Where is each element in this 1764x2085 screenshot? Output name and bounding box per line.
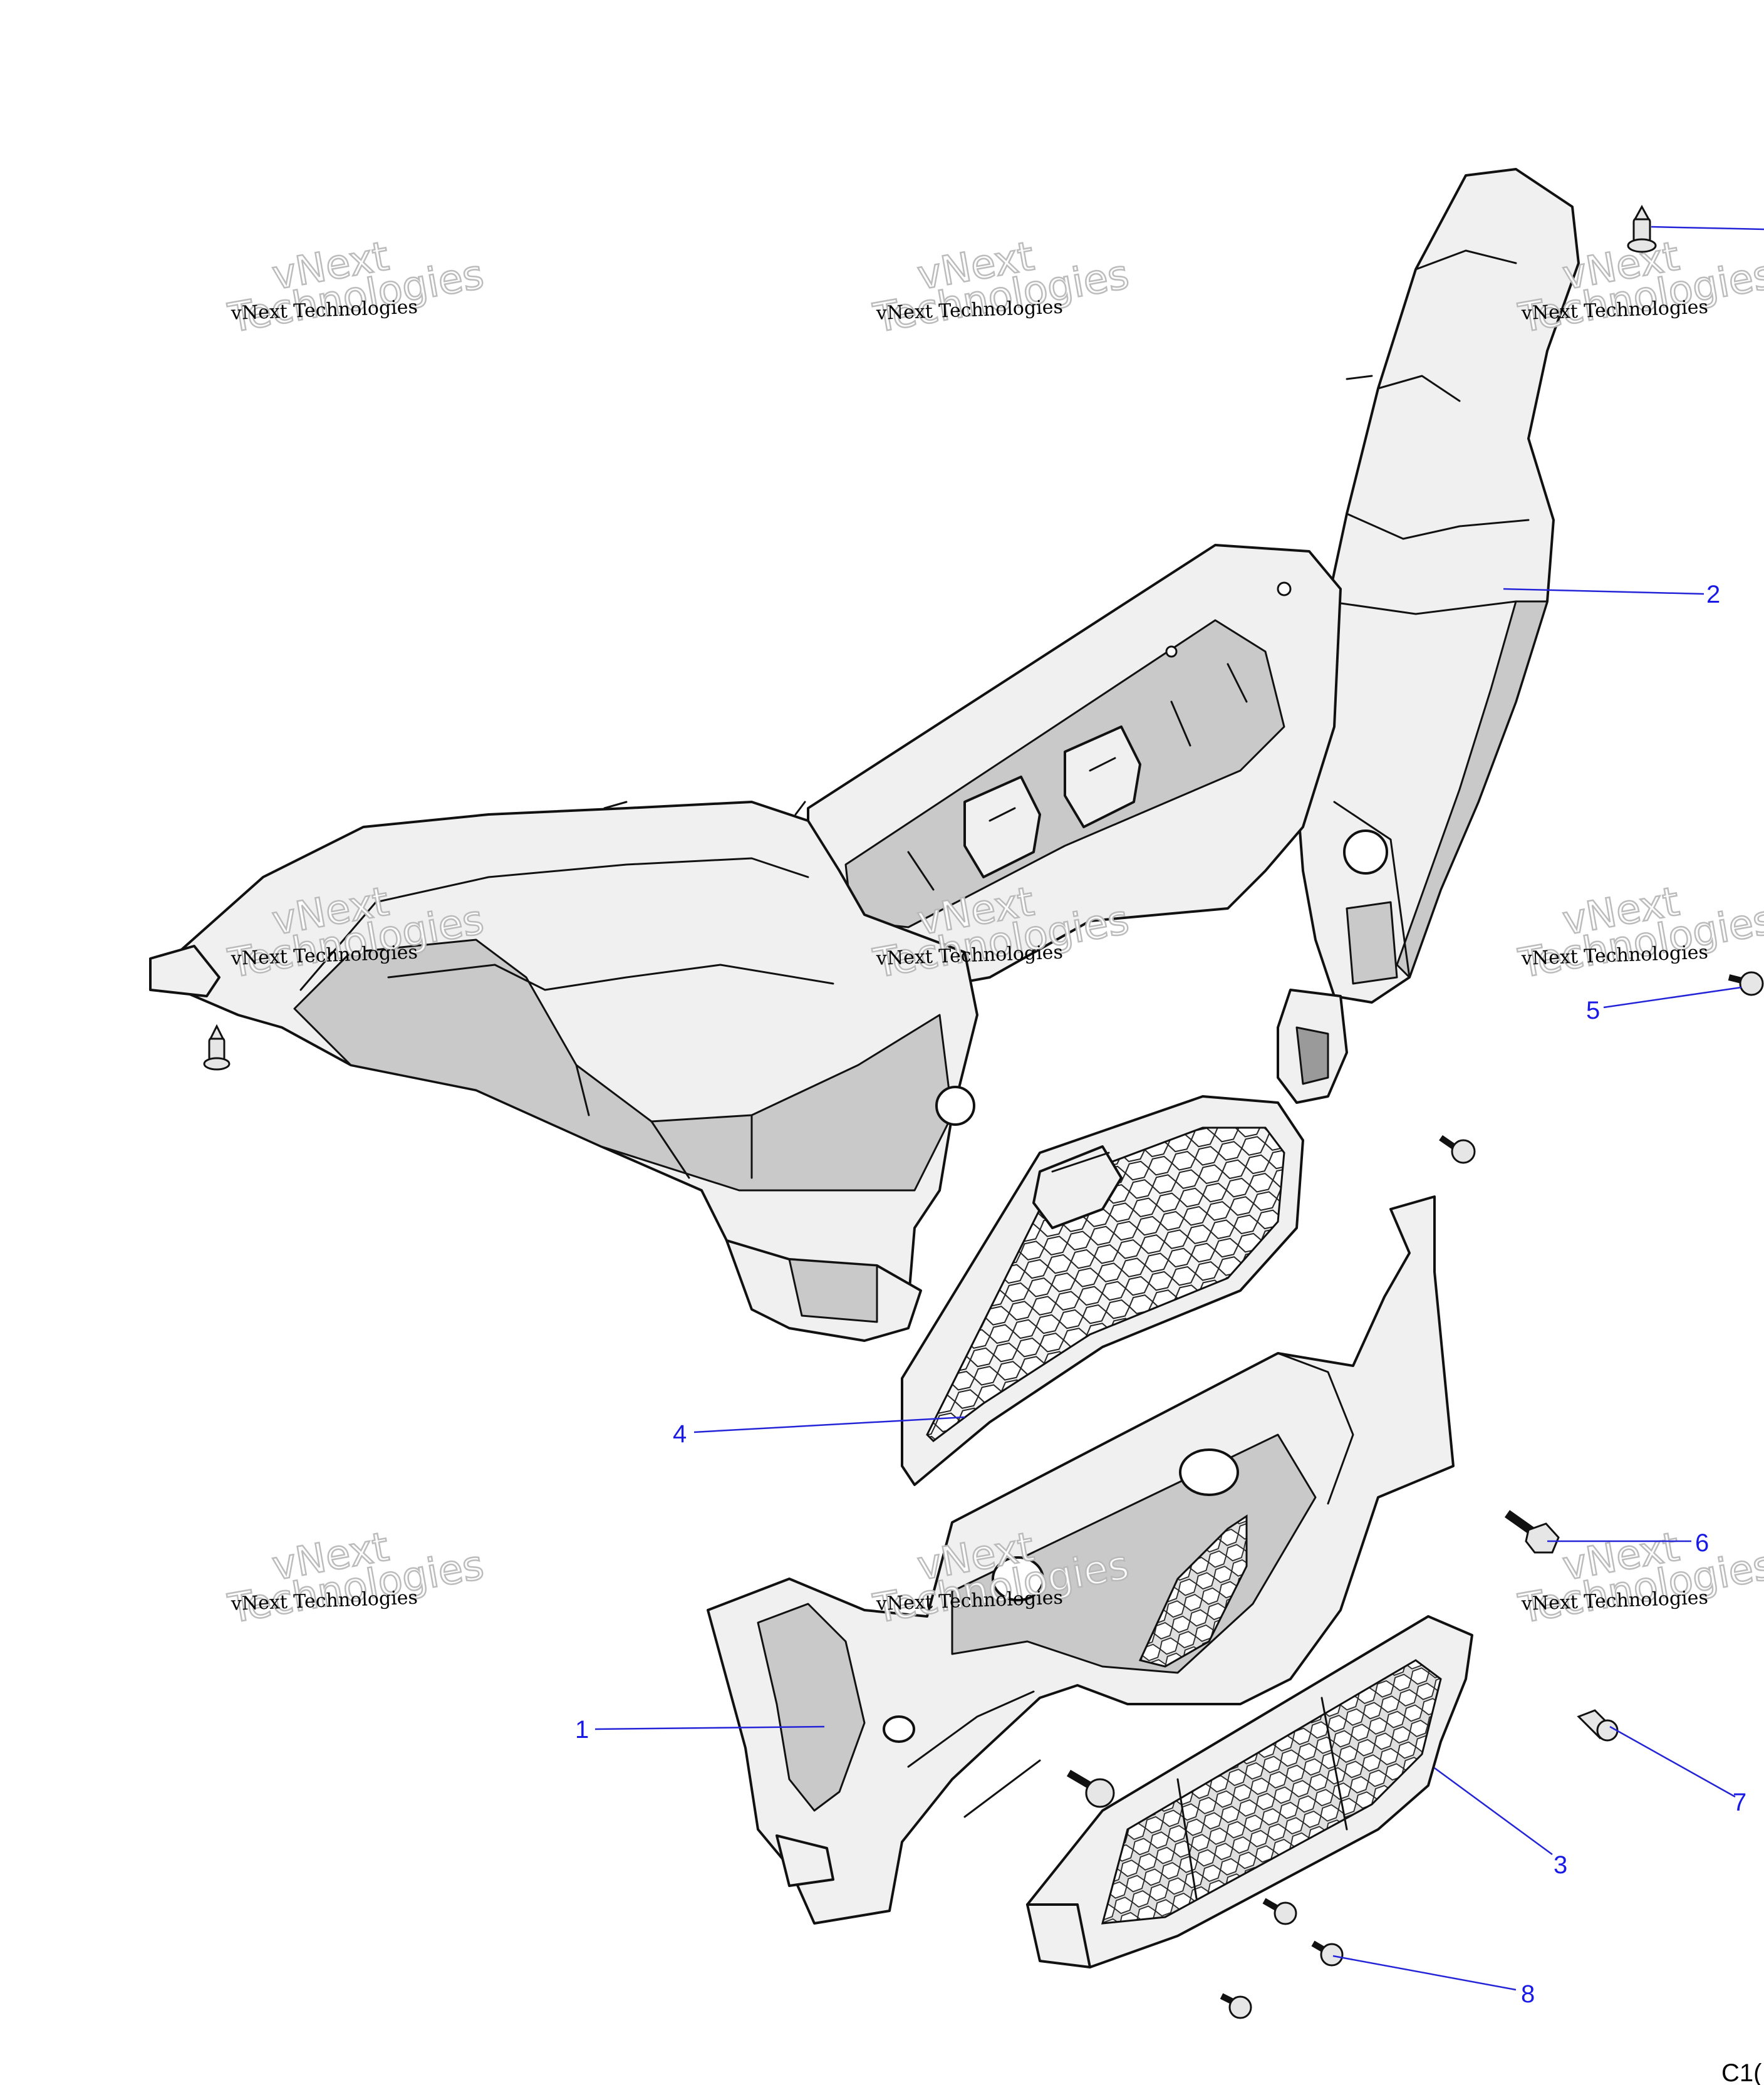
fasteners [203, 204, 1764, 2019]
callout-7: 7 [1733, 1789, 1746, 1816]
callout-5: 5 [1586, 997, 1600, 1024]
fastener-screw-8 [1311, 1940, 1344, 1967]
leader-5 [1603, 986, 1742, 1009]
watermark: Technologies vNext vNext Technologies [224, 1523, 488, 1633]
fastener-clip-top-right [1627, 204, 1657, 253]
callout-4: 4 [673, 1420, 687, 1448]
watermark: Technologies vNext vNext Technologies [224, 232, 488, 343]
fastener-clip-left [203, 1024, 231, 1071]
leader-2 [1503, 588, 1704, 595]
part-2-upper-frame [149, 168, 1580, 1342]
fastener-screw-grille [1439, 1135, 1476, 1164]
leader-1 [594, 1725, 825, 1730]
fastener-screw-bottom-c [1220, 1993, 1252, 2019]
fastener-bolt-6 [1504, 1510, 1560, 1554]
watermarks: Technologies vNext vNext Technologies Te… [224, 232, 1764, 1633]
leader-4 [693, 1416, 965, 1433]
fastener-screw-5 [1728, 971, 1764, 996]
part-3-lower-grille [1026, 1615, 1473, 1968]
part-4-upper-grille [901, 1095, 1304, 1486]
watermark: Technologies vNext vNext Technologies [869, 232, 1133, 343]
fastener-bolt-lower-left [1066, 1769, 1115, 1808]
callout-3: 3 [1554, 1851, 1567, 1879]
callout-6: 6 [1695, 1529, 1709, 1557]
figure-code: C1( [1721, 2059, 1762, 2085]
leader-7 [1609, 1725, 1736, 1798]
watermark: Technologies vNext vNext Technologies [1515, 878, 1764, 988]
fastener-screw-bottom-a [1262, 1898, 1297, 1925]
callout-1: 1 [575, 1716, 589, 1744]
callout-8: 8 [1521, 1980, 1535, 2008]
leader-8 [1332, 1955, 1517, 1991]
leader-lines [594, 226, 1764, 1991]
fastener-clip-7 [1577, 1709, 1619, 1742]
part-1-lower-bumper [707, 1195, 1455, 1925]
callout-2: 2 [1706, 581, 1720, 608]
leader-top-right [1651, 226, 1764, 231]
leader-3 [1434, 1767, 1553, 1856]
callouts: 2 5 4 6 1 7 3 8 [575, 581, 1746, 2008]
